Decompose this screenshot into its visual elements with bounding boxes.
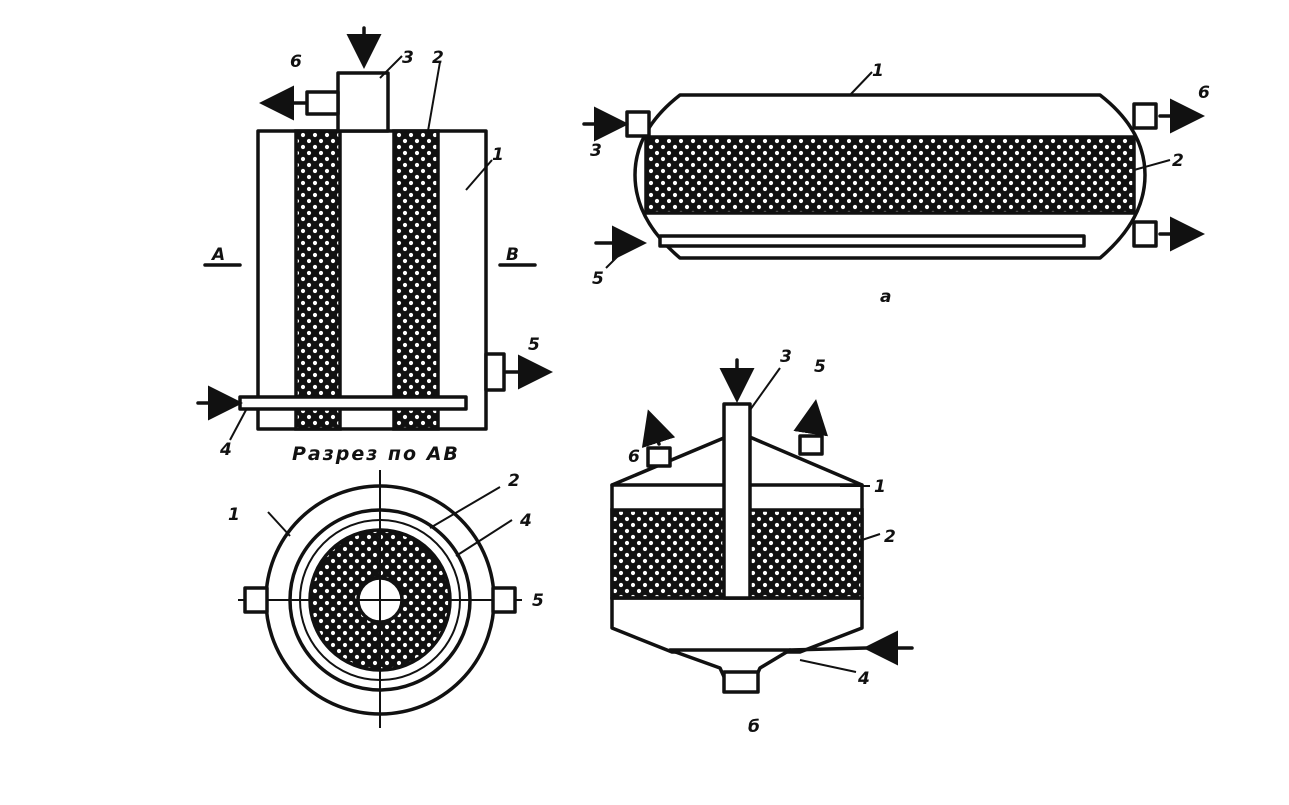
- horizontal-distributor: [658, 234, 1086, 248]
- label-4-vertical: 4: [219, 440, 232, 460]
- label-5-vertical: 5: [528, 335, 540, 355]
- leader-4-top: [229, 409, 247, 441]
- label-2-vertical: 2: [432, 48, 444, 68]
- leader-5-horizontal: [605, 251, 623, 269]
- subfigure-a-label: а: [880, 287, 891, 307]
- horizontal-adsorber: [582, 71, 1205, 269]
- subfigure-b-label: б: [748, 717, 760, 737]
- vertical-distributor-4: [238, 395, 468, 411]
- leader-2-section: [429, 486, 501, 529]
- horizontal-bed: [644, 135, 1136, 215]
- section-nozzle-right: [491, 586, 517, 614]
- label-1-vertical: 1: [492, 145, 504, 165]
- leader-3-conical: [749, 367, 781, 411]
- section-letter-a: А: [210, 245, 225, 265]
- leader-4-section: [455, 519, 513, 557]
- section-caption: Разрез по АВ: [292, 443, 460, 465]
- label-3-vertical: 3: [402, 48, 414, 68]
- conical-adsorber: [610, 358, 914, 694]
- leader-4-conical: [799, 659, 857, 673]
- label-2-section: 2: [508, 471, 520, 491]
- leader-2-top: [427, 61, 441, 132]
- horizontal-outlet-lower-nozzle: [1132, 220, 1158, 248]
- conical-drain-nozzle: [722, 670, 760, 694]
- label-6-vertical: 6: [290, 52, 302, 72]
- leader-2-conical: [861, 533, 881, 541]
- section-view: [238, 470, 522, 728]
- vertical-shell: [256, 129, 488, 431]
- label-5-conical: 5: [814, 357, 826, 377]
- label-2-conical: 2: [884, 527, 896, 547]
- label-4-conical: 4: [857, 669, 870, 689]
- section-letter-b: В: [506, 245, 519, 265]
- vertical-adsorber: [196, 26, 553, 441]
- leader-1-section: [267, 511, 291, 537]
- vertical-bed-left: [294, 129, 342, 431]
- conical-distributor-line: [788, 646, 868, 652]
- conical-outlet-5-nozzle: [798, 434, 824, 456]
- section-nozzle-left: [243, 586, 269, 614]
- label-2-horizontal: 2: [1172, 151, 1184, 171]
- vertical-outlet-6-nozzle: [305, 90, 340, 116]
- conical-outlet-5-arrow: [793, 399, 829, 437]
- conical-outlet-6-nozzle: [646, 446, 672, 468]
- label-5-section: 5: [532, 591, 544, 611]
- conical-outlet-6-arrow: [641, 409, 676, 449]
- leader-1-horizontal: [849, 71, 873, 96]
- leader-3-top: [379, 55, 403, 79]
- horizontal-inlet-nozzle: [625, 110, 651, 138]
- leader-2-horizontal: [1133, 159, 1171, 171]
- label-4-section: 4: [519, 511, 532, 531]
- label-5-horizontal: 5: [592, 269, 604, 289]
- label-6-horizontal: 6: [1198, 83, 1210, 103]
- conical-center-pipe: [722, 402, 752, 600]
- label-1-horizontal: 1: [872, 61, 884, 81]
- label-1-conical: 1: [874, 477, 886, 497]
- label-3-conical: 3: [780, 347, 792, 367]
- leader-1-top: [465, 159, 493, 191]
- label-6-conical: 6: [628, 447, 640, 467]
- vertical-bed-right: [392, 129, 440, 431]
- horizontal-outlet-6-nozzle: [1132, 102, 1158, 130]
- vertical-outlet-5-nozzle: [484, 352, 506, 392]
- vertical-inlet-pipe: [336, 71, 390, 133]
- label-1-section: 1: [228, 505, 240, 525]
- label-3-horizontal: 3: [590, 141, 602, 161]
